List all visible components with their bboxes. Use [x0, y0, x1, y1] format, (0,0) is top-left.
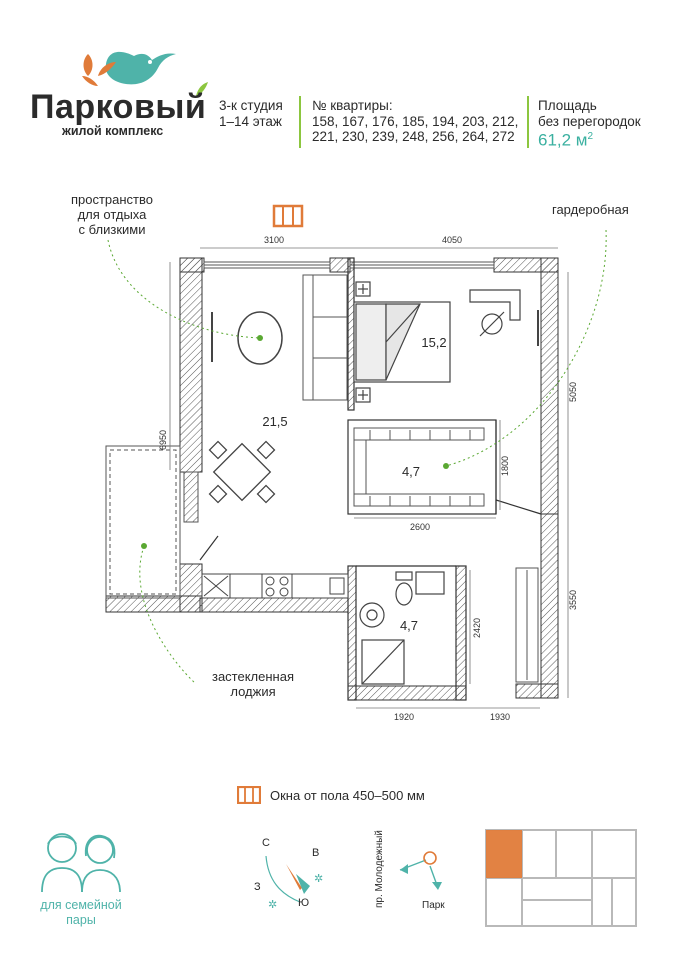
sun-icon-east: ✲ [314, 873, 323, 885]
bird-logo-icon [82, 51, 176, 86]
loggia [105, 445, 199, 599]
area-label-1: Площадь [538, 98, 597, 113]
dim-right-upper: 5050 [568, 382, 578, 402]
dim-top-left: 3100 [264, 235, 284, 245]
windows-top [203, 261, 495, 269]
dining-set [208, 440, 276, 504]
family-caption: для семейной пары [40, 898, 122, 927]
hall-closet [515, 567, 539, 683]
dim-right-lower: 3550 [568, 590, 578, 610]
window-marker-icon [272, 204, 304, 228]
sun-icon-west: ✲ [268, 899, 277, 911]
floor-plan: 3100 4050 6950 5050 3550 2600 1800 2420 … [105, 204, 607, 722]
window-legend-icon [237, 786, 261, 804]
floors: 1–14 этаж [219, 113, 282, 129]
dim-bottom-bath: 1920 [394, 712, 414, 722]
room-area-bathroom: 4,7 [400, 618, 418, 633]
desk [469, 289, 539, 346]
compass-south: Ю [298, 897, 309, 909]
brand-subtitle: жилой комплекс [62, 124, 164, 138]
building-floor-minimap [485, 829, 637, 927]
callout-dots [141, 335, 449, 549]
room-area-bedroom: 15,2 [421, 335, 446, 350]
compass: С В З Ю ✲ ✲ [254, 837, 323, 911]
dim-wardrobe-depth: 1800 [500, 456, 510, 476]
apartments-line-2: 221, 230, 239, 248, 256, 264, 272 [312, 129, 515, 144]
kitchen [201, 573, 349, 599]
callout-leaders [107, 229, 607, 685]
compass-west: З [254, 881, 261, 893]
dimension-lines [169, 247, 569, 709]
street-label: пр. Молодежный [374, 830, 385, 908]
header-divider-2 [527, 96, 529, 148]
dim-top-right: 4050 [442, 235, 462, 245]
leaf-accent-icon [196, 82, 208, 96]
lounge-table [211, 311, 283, 365]
callout-wardrobe: гардеробная [552, 202, 629, 217]
sofa [302, 274, 348, 401]
callout-rest-space: пространство для отдыха с близкими [70, 192, 154, 237]
compass-north: С [262, 837, 270, 849]
header-divider-1 [299, 96, 301, 148]
dim-wardrobe-width: 2600 [410, 522, 430, 532]
apartments-label: № квартиры: [312, 98, 393, 113]
area-block: Площадь без перегородок 61,2 м2 [538, 98, 641, 150]
dim-left: 6950 [158, 430, 168, 450]
park-label: Парк [422, 900, 445, 911]
room-area-wardrobe: 4,7 [402, 464, 420, 479]
family-couple-icon [41, 833, 121, 893]
area-value: 61,2 м2 [538, 130, 594, 150]
outer-walls [105, 257, 559, 701]
brand-name: Парковый [30, 88, 207, 126]
apartments-line-1: 158, 167, 176, 185, 194, 203, 212, [312, 113, 519, 129]
highlighted-apartment [486, 830, 522, 878]
callout-loggia: застекленная лоджия [211, 669, 294, 699]
bathroom-fixtures [359, 571, 445, 685]
compass-east: В [312, 847, 319, 859]
dim-bath-depth: 2420 [472, 618, 482, 638]
bed [353, 281, 451, 403]
windows-note: Окна от пола 450–500 мм [270, 788, 425, 803]
area-label-2: без перегородок [538, 113, 641, 129]
unit-type: 3-к студия [219, 98, 283, 113]
apartments-block: № квартиры: 158, 167, 176, 185, 194, 203… [312, 98, 518, 145]
brand-logo [28, 46, 218, 146]
location-map: пр. Молодежный Парк [374, 830, 445, 911]
room-area-living: 21,5 [262, 414, 287, 429]
dim-bottom-hall: 1930 [490, 712, 510, 722]
wardrobe-shelves [353, 427, 485, 507]
unit-type-block: 3-к студия 1–14 этаж [219, 98, 283, 129]
